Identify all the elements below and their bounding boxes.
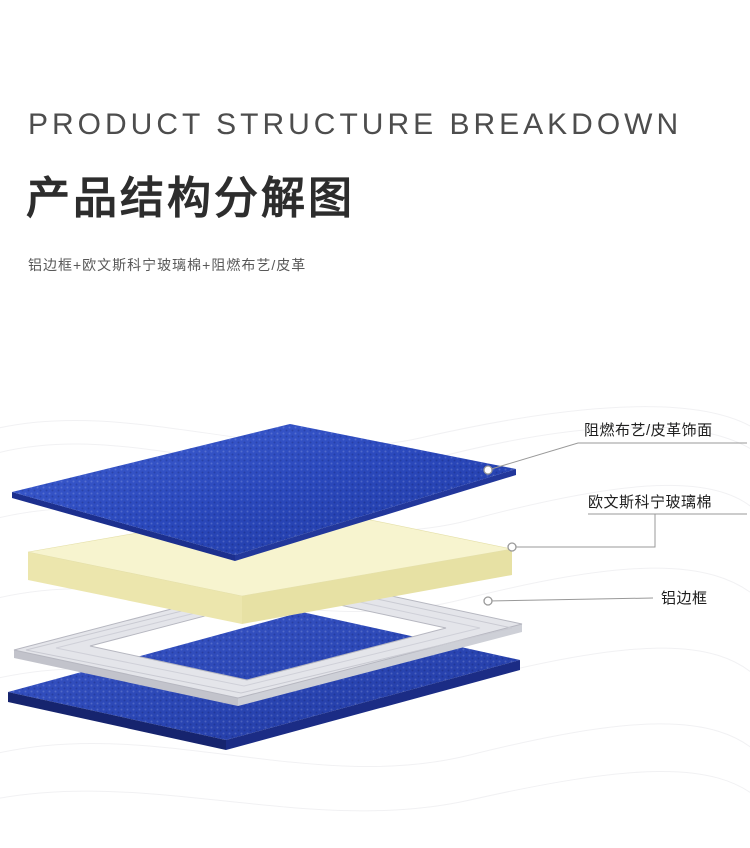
page-title-english: PRODUCT STRUCTURE BREAKDOWN	[28, 108, 683, 141]
callout-dot-frame	[483, 596, 493, 606]
aluminum-frame-layer	[13, 575, 523, 706]
frame-rib-outer	[25, 581, 513, 694]
fabric-sheet-right-edge	[235, 469, 516, 561]
callout-line-fabric	[487, 442, 747, 471]
callout-dots	[483, 465, 517, 606]
label-aluminum-frame: 铝边框	[661, 590, 708, 607]
glass-wool-right-side	[242, 549, 512, 624]
material-subtitle: 铝边框+欧文斯科宁玻璃棉+阻燃布艺/皮革	[28, 257, 307, 273]
frame-right-thickness	[238, 624, 522, 706]
fabric-sheet-left-edge	[12, 492, 235, 561]
frame-rib-inner	[55, 587, 481, 687]
frame-face	[13, 575, 523, 699]
callout-dot-fabric	[483, 465, 493, 475]
finished-panel-right-edge	[226, 660, 520, 750]
page-title-chinese: 产品结构分解图	[26, 174, 355, 223]
frame-left-thickness	[14, 650, 238, 706]
callout-line-frame	[487, 597, 654, 602]
glass-wool-top-face	[27, 504, 513, 597]
callout-lines	[487, 442, 747, 602]
callout-dot-glasswool	[507, 542, 517, 552]
glass-wool-layer	[27, 504, 513, 624]
glass-wool-left-side	[28, 552, 242, 624]
callout-line-glasswool	[512, 514, 656, 548]
fabric-sheet-layer	[12, 424, 516, 561]
label-fabric-surface: 阻燃布艺/皮革饰面	[584, 422, 713, 439]
label-glass-wool: 欧文斯科宁玻璃棉	[588, 494, 713, 511]
finished-panel-left-edge	[8, 692, 226, 750]
